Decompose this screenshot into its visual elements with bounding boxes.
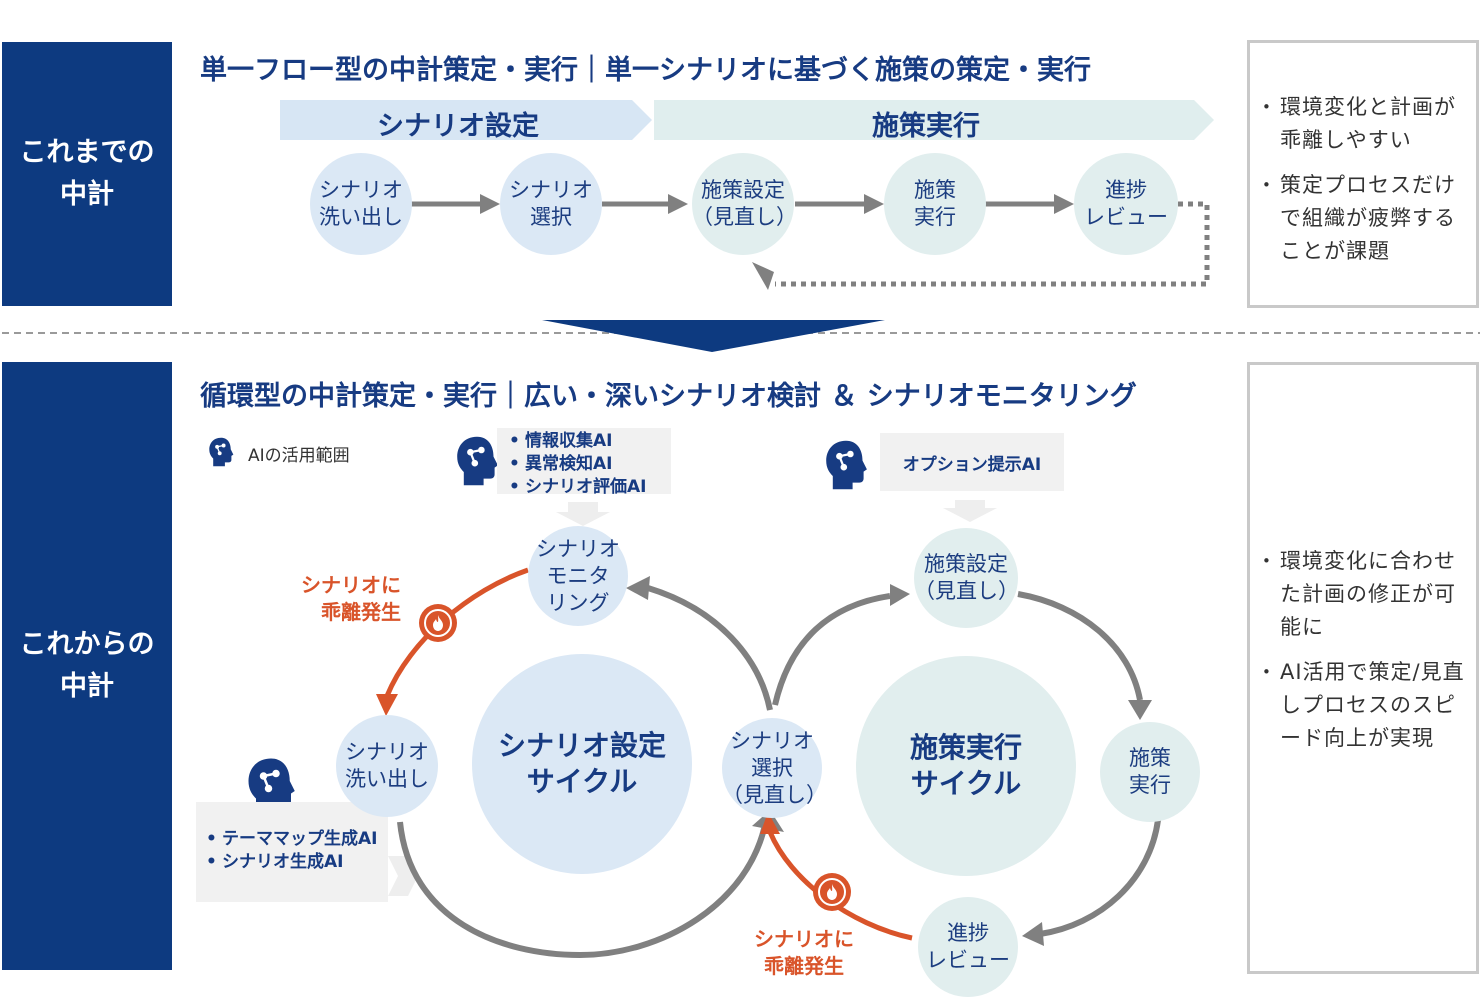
bottom-note-1: 環境変化に合わせた計画の修正が可能に: [1262, 545, 1466, 644]
top-step-plan: 施策設定 （見直し）: [692, 153, 797, 255]
bottom-side-label: これからの 中計: [2, 362, 172, 970]
top-side-label: これまでの 中計: [2, 42, 172, 306]
ai-box-option: オプション提示AI: [880, 433, 1064, 491]
fire-icon: [813, 873, 851, 911]
bottom-note-2: AI活用で策定/見直しプロセスのスピード向上が実現: [1262, 656, 1466, 755]
node-washout: シナリオ 洗い出し: [336, 715, 438, 817]
top-step-select: シナリオ 選択: [500, 153, 602, 255]
cycle-arrows: [397, 585, 1161, 959]
flame-icon: [827, 884, 837, 900]
ai-monitor-item: シナリオ評価AI: [507, 476, 671, 499]
top-note-2: 策定プロセスだけで組織が疲弊することが課題: [1262, 169, 1466, 268]
ai-monitor-pointer: [556, 502, 610, 526]
fire-icon: [424, 609, 452, 637]
top-notes: 環境変化と計画が乖離しやすい 策定プロセスだけで組織が疲弊することが課題: [1247, 40, 1479, 308]
ai-monitor-item: 異常検知AI: [507, 453, 671, 476]
transition-chevron: [542, 320, 885, 352]
node-plan: 施策設定 （見直し）: [914, 528, 1019, 628]
ai-monitor-item: 情報収集AI: [507, 430, 671, 453]
top-step-review: 進捗 レビュー: [1074, 153, 1178, 255]
cycle-scenario-setting: シナリオ設定 サイクル: [472, 654, 692, 874]
top-note-1: 環境変化と計画が乖離しやすい: [1262, 91, 1466, 157]
top-step-execute: 施策 実行: [884, 153, 986, 255]
fire-icon: [419, 604, 457, 642]
ai-head-icon: [248, 758, 295, 814]
cycle-execution: 施策実行 サイクル: [856, 656, 1076, 876]
top-step-arrows: [410, 194, 1074, 214]
phase1-label: シナリオ設定: [377, 111, 539, 142]
ai-box-generate: テーママップ生成AI シナリオ生成AI: [196, 802, 388, 902]
ai-generate-item: シナリオ生成AI: [204, 851, 388, 874]
phase2-banner: [654, 100, 1214, 140]
top-return-arrowhead: [752, 262, 774, 290]
deviation-arrowheads: [376, 694, 780, 834]
top-return-loop: [775, 201, 1210, 287]
top-heading: 単一フロー型の中計策定・実行｜単一シナリオに基づく施策の策定・実行: [200, 55, 1091, 86]
fire-icon: [818, 878, 846, 906]
ai-head-icon: [209, 437, 234, 467]
deviation-label-lower: シナリオに 乖離発生: [754, 927, 854, 978]
node-execute: 施策 実行: [1100, 722, 1200, 822]
bottom-notes: 環境変化に合わせた計画の修正が可能に AI活用で策定/見直しプロセスのスピード向…: [1247, 362, 1479, 974]
node-monitor: シナリオ モニタ リング: [528, 526, 628, 626]
deviation-label-upper: シナリオに 乖離発生: [301, 573, 401, 624]
bottom-heading: 循環型の中計策定・実行｜広い・深いシナリオ検討 ＆ シナリオモニタリング: [200, 381, 1137, 412]
node-review: 進捗 レビュー: [918, 897, 1018, 997]
ai-legend-label: AIの活用範囲: [248, 446, 350, 466]
ai-head-icon: [826, 440, 867, 490]
ai-generate-item: テーママップ生成AI: [204, 828, 388, 851]
node-select: シナリオ 選択 （見直し）: [722, 718, 827, 818]
ai-option-pointer: [943, 500, 997, 522]
top-step-washout: シナリオ 洗い出し: [310, 153, 412, 255]
ai-head-icon: [457, 436, 498, 486]
flame-icon: [433, 615, 443, 631]
ai-box-monitor: 情報収集AI 異常検知AI シナリオ評価AI: [497, 428, 671, 499]
phase2-label: 施策実行: [872, 111, 980, 142]
phase1-banner: [280, 100, 652, 140]
